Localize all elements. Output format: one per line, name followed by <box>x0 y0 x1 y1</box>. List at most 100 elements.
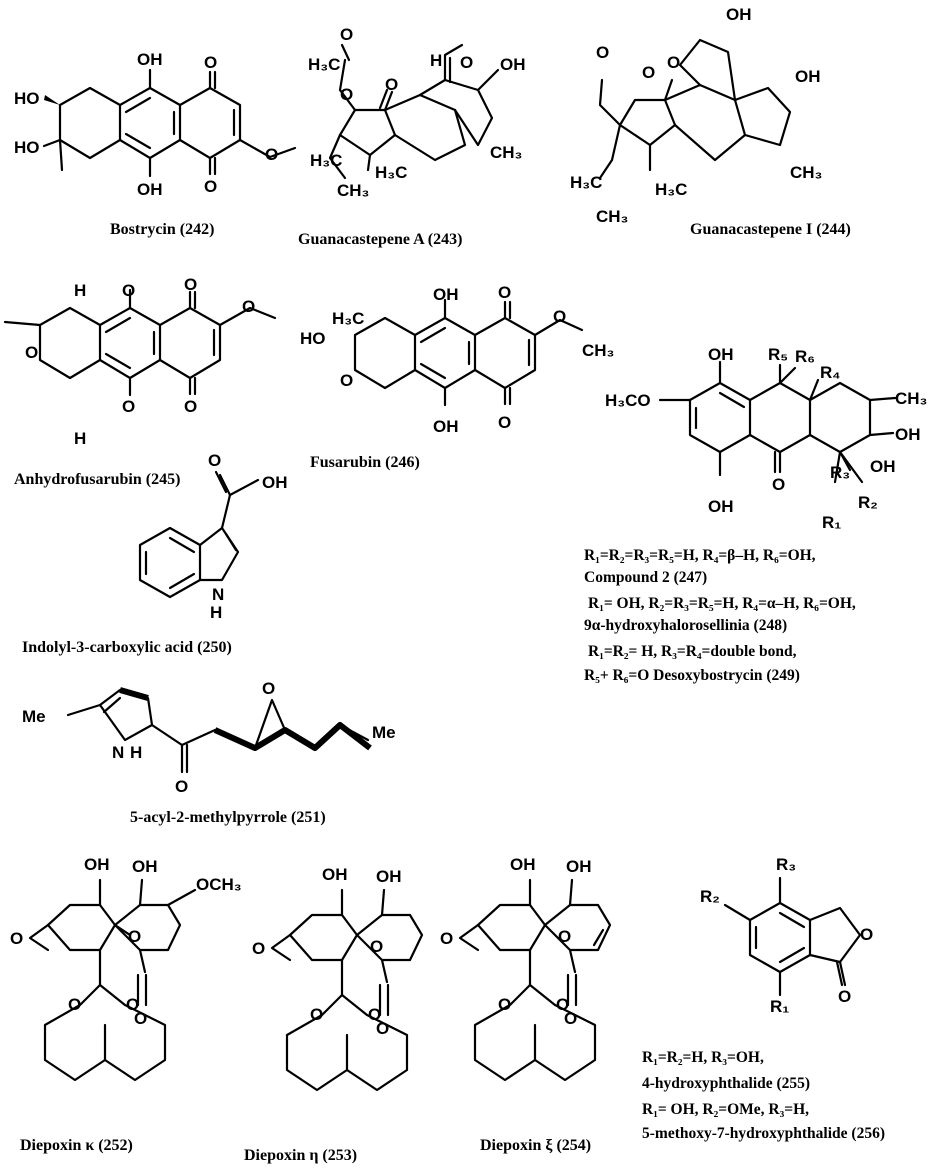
atom-oh: OH <box>137 180 163 199</box>
caption-251: 5-acyl-2-methylpyrrole (251) <box>130 809 326 826</box>
atom-ch3: CH₃ <box>337 181 369 200</box>
atom-ch3: CH₃ <box>790 163 822 182</box>
atom-o: O <box>556 995 569 1014</box>
atom-oh: OH <box>262 473 288 492</box>
atom-o: O <box>310 1005 323 1024</box>
atom-o: O <box>262 679 275 698</box>
atom-r2: R₂ <box>700 887 720 906</box>
atom-ho: HO <box>300 329 326 348</box>
caption-252: Diepoxin κ (252) <box>20 1137 133 1154</box>
atom-o: O <box>860 925 873 944</box>
atom-oh: OH <box>132 857 158 876</box>
atom-o: O <box>204 53 217 72</box>
atom-me: Me <box>372 723 396 742</box>
caption-242: Bostrycin (242) <box>110 221 214 238</box>
atom-o: O <box>208 451 221 470</box>
atom-o: O <box>126 995 139 1014</box>
atom-o: O <box>558 927 571 946</box>
atom-r5: R₅ <box>768 345 788 364</box>
atom-oh: OH <box>708 497 734 516</box>
atom-r3: R₃ <box>776 855 796 874</box>
atom-oh: OH <box>433 285 459 304</box>
atom-oh: OH <box>433 417 459 436</box>
structure-bostrycin: OH OH O O O HO HO Bostrycin (242) <box>14 50 297 238</box>
atom-o: O <box>772 475 785 494</box>
atom-oh: OH <box>795 67 821 86</box>
atom-n: N <box>112 743 124 762</box>
note-247-line2: Compound 2 (247) <box>584 569 707 586</box>
atom-o: O <box>596 43 609 62</box>
atom-h: H <box>210 603 222 622</box>
atom-o: O <box>385 75 398 94</box>
atom-oh: OH <box>376 867 402 886</box>
atom-h: H <box>130 743 142 762</box>
structure-compound-247-249: OH R₅ R₆ R₄ CH₃ H₃CO OH OH R₃ O OH R₁ R₂… <box>584 345 927 684</box>
atom-ch3: CH₃ <box>490 143 522 162</box>
structure-diepoxin-xi: OH OH O O O O O Diepoxin ξ (254) <box>440 855 612 1154</box>
atom-ch3: CH₃ <box>596 207 628 226</box>
structure-phthalide-255-256: R₃ R₂ O O R₁ R₁=R₂=H, R₃=OH, 4-hydroxyph… <box>642 855 885 1142</box>
atom-o: O <box>134 1009 147 1028</box>
atom-o: O <box>25 343 38 362</box>
structure-diepoxin-eta: OH OH O O O O O Diepoxin η (253) <box>244 865 424 1164</box>
atom-o: O <box>204 177 217 196</box>
atom-o: O <box>340 85 353 104</box>
atom-o: O <box>370 937 383 956</box>
atom-o: O <box>252 939 265 958</box>
note-248-line2: 9α-hydroxyhalorosellinia (248) <box>584 617 787 634</box>
atom-o: O <box>10 929 23 948</box>
atom-r1: R₁ <box>770 997 789 1016</box>
note-256-line1: R₁= OH, R₂=OMe, R₃=H, <box>642 1101 809 1118</box>
atom-o: O <box>498 413 511 432</box>
atom-oh: OH <box>870 457 896 476</box>
atom-n: N <box>212 585 224 604</box>
atom-h3c: H₃C <box>310 151 342 170</box>
atom-o: O <box>376 1019 389 1038</box>
atom-o: O <box>128 927 141 946</box>
caption-246: Fusarubin (246) <box>310 454 420 471</box>
atom-oh: OH <box>322 865 348 884</box>
atom-h3c: H₃C <box>570 173 602 192</box>
structure-diepoxin-kappa: OH OH OCH₃ O O O O O Diepoxin κ (252) <box>10 855 242 1154</box>
atom-ch3: CH₃ <box>895 389 927 408</box>
atom-o: O <box>184 397 197 416</box>
structure-guanacastepene-i: OH O OH O O H₃C CH₃ H₃C CH₃ Guanacastepe… <box>570 5 851 238</box>
atom-o: O <box>122 397 135 416</box>
atom-o: O <box>68 995 81 1014</box>
atom-o: O <box>175 777 188 796</box>
caption-254: Diepoxin ξ (254) <box>480 1137 591 1154</box>
atom-h3c: H₃C <box>332 309 364 328</box>
caption-245: Anhydrofusarubin (245) <box>14 471 180 488</box>
note-255-line2: 4-hydroxyphthalide (255) <box>642 1075 810 1092</box>
structure-anhydrofusarubin: H O O O O O H O Anhydrofusarubin (245) <box>3 275 277 488</box>
atom-och3: OCH₃ <box>196 875 242 894</box>
atom-o: O <box>340 25 353 44</box>
caption-243: Guanacastepene A (243) <box>298 231 462 248</box>
atom-o: O <box>242 297 255 316</box>
atom-r6: R₆ <box>795 347 815 366</box>
caption-250: Indolyl-3-carboxylic acid (250) <box>22 639 232 656</box>
atom-o: O <box>498 283 511 302</box>
atom-r2: R₂ <box>858 493 878 512</box>
atom-o: O <box>564 1009 577 1028</box>
atom-r3: R₃ <box>830 463 850 482</box>
atom-oh: OH <box>84 855 110 874</box>
atom-oh: OH <box>510 855 536 874</box>
atom-o: O <box>122 281 135 300</box>
note-247-line1: R₁=R₂=R₃=R₅=H, R₄=β–H, R₆=OH, <box>584 547 816 564</box>
atom-h: H <box>74 281 86 300</box>
atom-ho: HO <box>14 138 40 157</box>
note-248-line1: R₁= OH, R₂=R₃=R₅=H, R₄=α–H, R₆=OH, <box>588 595 856 612</box>
atom-ho: HO <box>14 89 40 108</box>
atom-o: O <box>838 987 851 1006</box>
structure-indolyl-3-carboxylic-acid: O OH N H Indolyl-3-carboxylic acid (250) <box>22 451 288 656</box>
atom-oh: OH <box>708 345 734 364</box>
atom-oh: OH <box>137 50 163 69</box>
atom-oh: OH <box>726 5 752 24</box>
structure-5-acyl-2-methylpyrrole: Me N H O O Me 5-acyl-2-methylpyrrole (25… <box>22 679 396 826</box>
atom-o: O <box>184 275 197 294</box>
note-255-line1: R₁=R₂=H, R₃=OH, <box>642 1049 764 1066</box>
atom-o: O <box>368 1005 381 1024</box>
atom-h3c: H₃C <box>655 180 687 199</box>
atom-o: O <box>642 63 655 82</box>
